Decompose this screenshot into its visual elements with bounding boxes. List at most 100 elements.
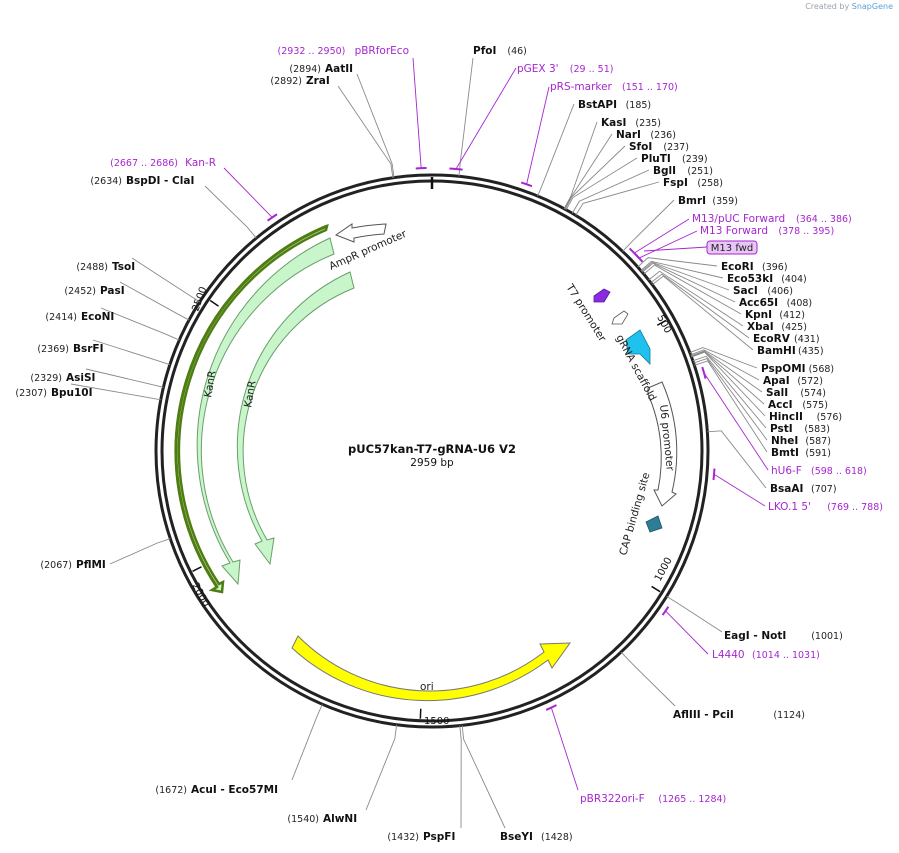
- site-name: AatII: [325, 63, 353, 75]
- feature-t7-small-arrow: [611, 310, 629, 325]
- site-line-afliii-pcii: [620, 651, 676, 707]
- site-name: NarI: [616, 129, 641, 141]
- site-line-bamhi: [651, 275, 754, 351]
- site-line-kpni: [643, 264, 742, 315]
- site-line-bsaai: [707, 430, 767, 489]
- site-pspomi: PspOMI(568): [761, 363, 834, 375]
- site-position: (2488): [76, 262, 108, 273]
- primer-range: (378 .. 395): [778, 226, 834, 237]
- primer-pbr322ori-f: pBR322ori-F (1265 .. 1284): [580, 793, 726, 805]
- primer-marker-kan-r: [266, 213, 278, 222]
- site-position: (572): [797, 376, 823, 387]
- m13-fwd-line: [643, 246, 708, 252]
- primer-labels: pBRforEco(2932 .. 2950)pGEX 3'(29 .. 51)…: [110, 45, 883, 805]
- site-line-kasi: [563, 121, 598, 209]
- site-position: (1540): [287, 814, 319, 825]
- site-name: ZraI: [306, 75, 330, 87]
- plasmid-name: pUC57kan-T7-gRNA-U6 V2: [348, 442, 516, 456]
- site-aatii: (2894) AatII: [289, 63, 353, 75]
- site-name: PspOMI: [761, 363, 806, 375]
- site-name: AflIII - PciI: [673, 709, 734, 721]
- site-econi: (2414)EcoNI: [45, 311, 114, 323]
- primer-line-pbrforeco: [412, 57, 422, 169]
- site-line-zrai: [337, 85, 394, 178]
- tick-mark-1000: [651, 585, 661, 593]
- site-zrai: (2892)ZraI: [270, 75, 329, 87]
- site-kasi: KasI(235): [601, 117, 661, 129]
- site-name: AccI: [768, 399, 792, 411]
- site-position: (2329): [30, 373, 62, 384]
- primer-prs-marker: pRS-marker(151 .. 170): [550, 81, 678, 93]
- site-position: (2369): [37, 344, 69, 355]
- feature-kanr-inner: [196, 237, 335, 586]
- primer-marker-hu6-f: [701, 366, 707, 379]
- site-line-sali: [690, 350, 763, 393]
- site-bgli: BglI(251): [653, 165, 713, 177]
- site-pasi: (2452)PasI: [64, 285, 124, 297]
- tick-mark-500: [656, 319, 667, 326]
- label-cap-binding-site: CAP binding site: [617, 471, 652, 557]
- primer-marker-l4440: [661, 606, 670, 616]
- site-position: (46): [507, 46, 527, 57]
- primer-m13-puc-forward: M13/pUC Forward(364 .. 386): [692, 213, 852, 225]
- site-line-acci: [691, 351, 765, 405]
- site-line-alwni: [365, 724, 398, 811]
- site-position: (568): [809, 364, 835, 375]
- site-apai: ApaI (572): [763, 375, 823, 387]
- site-pfoi: PfoI (46): [473, 45, 527, 57]
- tick-label-1500: 1500: [424, 716, 449, 727]
- site-ecori: EcoRI(396): [721, 261, 788, 273]
- site-line-bseyi: [461, 725, 506, 829]
- site-bpu10i: (2307)Bpu10I: [15, 387, 92, 399]
- site-position: (2894): [289, 64, 321, 75]
- primer-range: (2932 .. 2950): [278, 46, 346, 57]
- site-position: (239): [682, 154, 708, 165]
- site-xbai: XbaI(425): [747, 321, 807, 333]
- primer-range: (1014 .. 1031): [752, 650, 820, 661]
- primer-marker-pbr322ori-f: [545, 704, 557, 711]
- site-psti: PstI(583): [770, 423, 830, 435]
- primer-range: (1265 .. 1284): [658, 794, 726, 805]
- feature-cap-binding-site: [645, 515, 663, 533]
- site-ecorv: EcoRV(431): [753, 333, 820, 345]
- site-name: KpnI: [745, 309, 772, 321]
- credit-prefix: Created by: [805, 2, 850, 11]
- site-position: (237): [663, 142, 689, 153]
- primer-range: (364 .. 386): [796, 214, 852, 225]
- site-line-bmti: [694, 360, 768, 453]
- site-kpni: KpnI(412): [745, 309, 805, 321]
- tick-label-1000: 1000: [653, 556, 675, 584]
- primer-l4440: L4440(1014 .. 1031): [712, 649, 820, 661]
- primer-name: pRS-marker: [550, 81, 613, 93]
- site-name: PstI: [770, 423, 793, 435]
- site-position: (1672): [155, 785, 187, 796]
- site-name: KasI: [601, 117, 626, 129]
- site-name: BstAPI: [578, 99, 617, 111]
- site-alwni: (1540)AlwNI: [287, 813, 357, 825]
- site-acc65i: Acc65I(408): [739, 297, 812, 309]
- site-name: BseYI: [500, 831, 533, 843]
- site-leader-lines: [70, 57, 768, 829]
- site-bsaai: BsaAI(707): [770, 483, 837, 495]
- primer-name: pBR322ori-F: [580, 793, 645, 805]
- site-line-nari: [564, 133, 613, 210]
- site-bsrfi: (2369)BsrFI: [37, 343, 103, 355]
- primer-m13-forward: M13 Forward(378 .. 395): [700, 225, 834, 237]
- site-line-bgli: [571, 169, 650, 214]
- site-line-psti: [692, 355, 767, 429]
- site-position: (185): [626, 100, 652, 111]
- feature-grna-scaffold: [625, 329, 651, 365]
- site-name: PfoI: [473, 45, 496, 57]
- site-name: EcoNI: [81, 311, 114, 323]
- site-position: (236): [650, 130, 676, 141]
- site-eco53ki: Eco53kI(404): [727, 273, 807, 285]
- feature-kanr-third: [236, 271, 355, 566]
- tick-label-500: 500: [654, 313, 673, 335]
- site-bamhi: BamHI(435): [757, 345, 824, 357]
- feature-ori: [291, 635, 572, 702]
- site-afliii-pcii: AflIII - PciI(1124): [673, 709, 805, 721]
- primer-range: (769 .. 788): [827, 502, 883, 513]
- site-name: ApaI: [763, 375, 790, 387]
- site-name: BglI: [653, 165, 676, 177]
- site-name: PspFI: [423, 831, 455, 843]
